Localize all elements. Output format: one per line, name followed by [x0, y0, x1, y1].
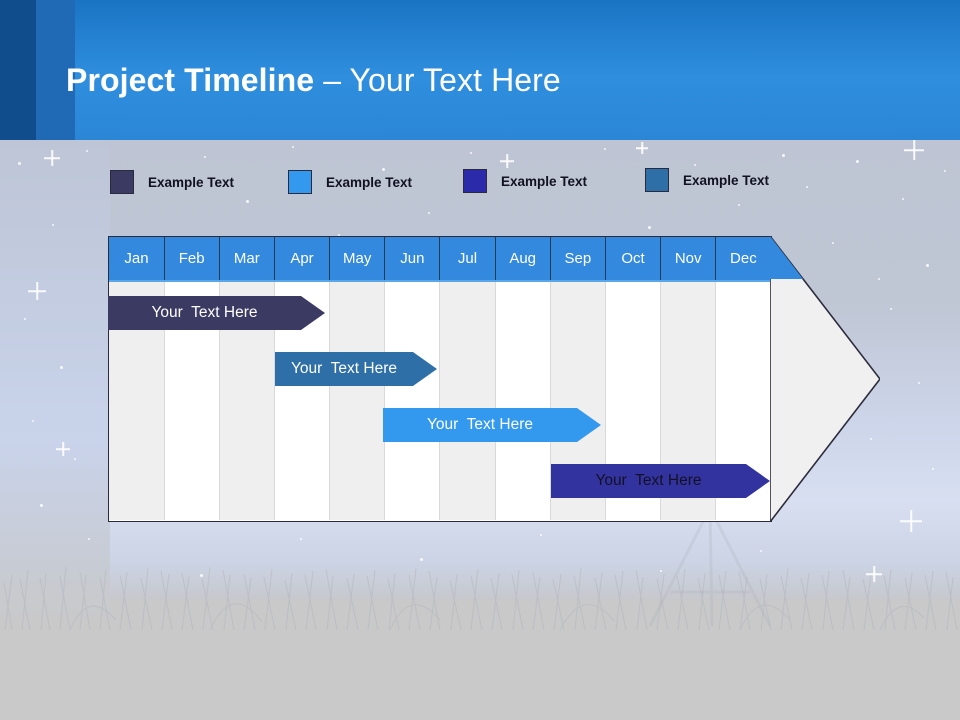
- slide-header: Project Timeline – Your Text Here: [0, 0, 960, 140]
- legend-swatch-icon-2: [288, 170, 312, 194]
- month-cell-sep[interactable]: Sep: [550, 237, 606, 281]
- month-cell-dec[interactable]: Dec: [716, 237, 771, 281]
- legend-item-4[interactable]: Example Text: [645, 168, 769, 192]
- timeline-column: [495, 237, 551, 521]
- legend-item-3[interactable]: Example Text: [463, 169, 587, 193]
- legend: Example Text Example Text Example Text E…: [0, 160, 960, 200]
- timeline-bar-1-shape: [108, 296, 325, 330]
- timeline-bar-3[interactable]: Your Text Here: [383, 408, 601, 442]
- timeline-column: [109, 237, 165, 521]
- legend-label-2: Example Text: [326, 174, 413, 190]
- month-cell-apr[interactable]: Apr: [274, 237, 331, 281]
- timeline-bar-3-shape: [383, 408, 601, 442]
- month-cell-nov[interactable]: Nov: [661, 237, 717, 281]
- header-accent-bar-mid: [36, 0, 75, 140]
- month-cell-aug[interactable]: Aug: [495, 237, 551, 281]
- timeline-column: [440, 237, 496, 521]
- month-cell-jun[interactable]: Jun: [385, 237, 441, 281]
- month-cell-feb[interactable]: Feb: [164, 237, 220, 281]
- timeline-column: [164, 237, 220, 521]
- page-title: Project Timeline – Your Text Here: [66, 59, 561, 101]
- month-cell-jan[interactable]: Jan: [109, 237, 165, 281]
- legend-label-4: Example Text: [683, 172, 770, 188]
- month-cell-may[interactable]: May: [330, 237, 386, 281]
- timeline-chart: Jan Feb Mar Apr May Jun Jul Aug Sep Oct …: [108, 236, 880, 524]
- timeline-bar-2[interactable]: Your Text Here: [275, 352, 437, 386]
- month-cell-mar[interactable]: Mar: [219, 237, 275, 281]
- legend-label-1: Example Text: [148, 174, 235, 190]
- legend-item-1[interactable]: Example Text: [110, 170, 234, 194]
- legend-swatch-icon-1: [110, 170, 134, 194]
- page-title-rest: – Your Text Here: [314, 62, 561, 98]
- timeline-bar-4[interactable]: Your Text Here: [551, 464, 770, 498]
- month-cell-oct[interactable]: Oct: [605, 237, 662, 281]
- header-accent-bar-dark: [0, 0, 36, 140]
- timeline-bar-2-shape: [275, 352, 437, 386]
- header-background: [75, 0, 960, 140]
- background-ground: [0, 600, 960, 720]
- month-header-row: Jan Feb Mar Apr May Jun Jul Aug Sep Oct …: [109, 237, 771, 281]
- legend-swatch-icon-4: [645, 168, 669, 192]
- month-cell-jul[interactable]: Jul: [440, 237, 496, 281]
- background-left-panel: [0, 140, 110, 620]
- timeline-bar-4-shape: [551, 464, 770, 498]
- legend-label-3: Example Text: [501, 173, 588, 189]
- page-title-bold: Project Timeline: [66, 62, 315, 98]
- legend-swatch-icon-3: [463, 169, 487, 193]
- timeline-bars: Your Text Here Your Text Here Your Text …: [108, 236, 880, 522]
- month-header-underline: [109, 280, 771, 282]
- timeline-bar-1[interactable]: Your Text Here: [108, 296, 325, 330]
- legend-item-2[interactable]: Example Text: [288, 170, 412, 194]
- timeline-arrow-head: [770, 236, 880, 522]
- timeline-column: [219, 237, 275, 521]
- tripod-silhouette-decoration: [648, 507, 772, 627]
- grass-silhouette-decoration: [3, 566, 958, 630]
